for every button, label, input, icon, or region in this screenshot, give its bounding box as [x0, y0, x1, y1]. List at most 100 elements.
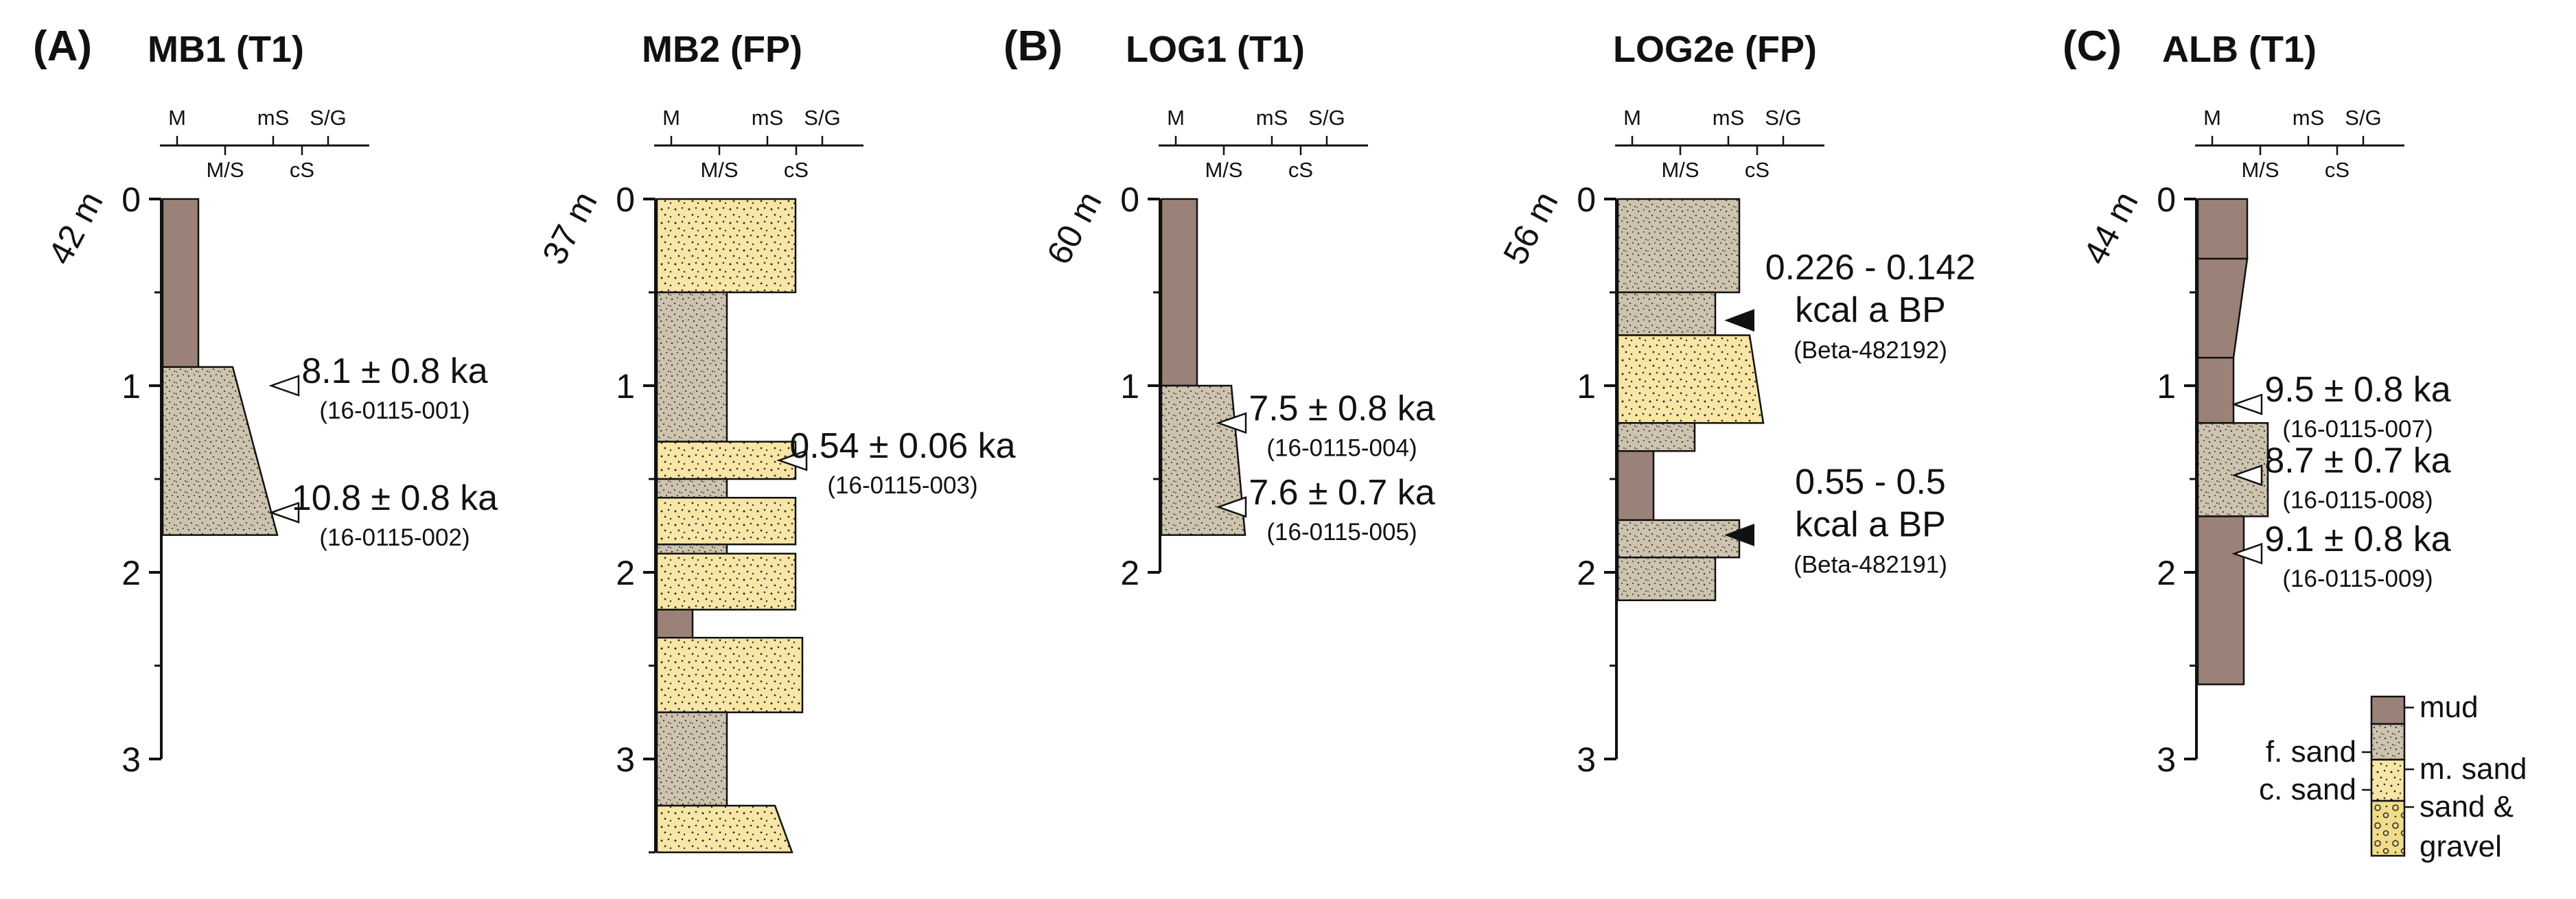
- legend-swatch-mud: [2370, 695, 2406, 725]
- age-annotation: 8.1 ± 0.8 ka(16-0115-001): [268, 351, 488, 424]
- legend-label: sand &: [2420, 790, 2514, 824]
- sample-marker-open-icon: [268, 502, 300, 524]
- depth-tick-label: 1: [1577, 367, 1596, 406]
- layer-fine_sand: [655, 711, 728, 807]
- age-annotation: 9.1 ± 0.8 ka(16-0115-009): [2231, 519, 2451, 592]
- osl-age: 8.7 ± 0.7 ka: [2264, 441, 2450, 481]
- layer-fine_sand: [655, 291, 728, 443]
- sample-marker-open-icon: [1216, 496, 1247, 518]
- grain-label-top: M: [662, 106, 680, 130]
- age-annotation: 0.54 ± 0.06 ka(16-0115-003): [776, 426, 1016, 499]
- legend-swatch-medium_sand: [2370, 758, 2406, 802]
- layer-medium_sand: [655, 198, 797, 294]
- legend-label: gravel: [2420, 830, 2502, 863]
- layer-mud: [161, 198, 200, 369]
- layer-medium_sand: [655, 804, 793, 854]
- column-title: MB1 (T1): [148, 29, 304, 70]
- sample-marker-open-icon: [2231, 464, 2263, 487]
- layer-medium_sand: [655, 441, 797, 480]
- grain-label-bottom: M/S: [700, 158, 738, 182]
- depth-tick-label: 2: [1120, 554, 1139, 592]
- depth-tick-label: 2: [616, 554, 635, 592]
- depth-tick-label: 3: [2157, 740, 2176, 779]
- grain-label-top: mS: [2293, 106, 2325, 130]
- elevation-label: 56 m: [1496, 185, 1566, 270]
- layer-fine_sand: [1616, 519, 1741, 559]
- layer-medium_sand: [655, 636, 804, 714]
- legend-label: mud: [2420, 690, 2479, 724]
- column-title: LOG1 (T1): [1126, 29, 1305, 70]
- sample-marker-filled-icon: [1724, 524, 1754, 547]
- depth-tick-label: 1: [1120, 367, 1139, 406]
- sample-code: (16-0115-007): [2282, 416, 2433, 443]
- legend-label: m. sand: [2420, 752, 2527, 786]
- layer-mud: [1160, 198, 1198, 387]
- depth-tick-label: 0: [1577, 180, 1596, 219]
- legend-label: c. sand: [2259, 773, 2356, 806]
- column-title: LOG2e (FP): [1613, 29, 1817, 70]
- layer-fine_sand: [655, 478, 728, 499]
- grain-label-top: mS: [257, 106, 290, 130]
- age-annotation: 10.8 ± 0.8 ka(16-0115-002): [268, 478, 498, 551]
- grain-label-top: S/G: [310, 106, 346, 130]
- grain-label-bottom: cS: [290, 158, 314, 182]
- layer-fine_sand: [1616, 422, 1696, 452]
- layer-fine_sand: [1616, 291, 1717, 336]
- layer-mud: [1616, 450, 1655, 522]
- radiocarbon-unit: kcal a BP: [1795, 505, 1946, 545]
- panel-letter-c: (C): [2063, 23, 2122, 70]
- osl-age: 7.5 ± 0.8 ka: [1249, 388, 1435, 428]
- grain-label-bottom: M/S: [1661, 158, 1699, 182]
- depth-tick-label: 2: [121, 554, 141, 592]
- depth-tick-label: 2: [1577, 554, 1596, 592]
- sample-code: (16-0115-003): [827, 472, 977, 499]
- sample-code: (16-0115-004): [1266, 434, 1417, 461]
- sample-code: (16-0115-009): [2282, 565, 2433, 592]
- sample-code: (16-0115-002): [319, 524, 469, 551]
- grain-label-top: M: [1167, 106, 1185, 130]
- layer-fine_sand: [655, 543, 728, 555]
- osl-age: 9.5 ± 0.8 ka: [2264, 370, 2450, 410]
- layer-fine_sand: [1616, 556, 1717, 602]
- elevation-label: 60 m: [1039, 185, 1109, 270]
- elevation-label: 37 m: [535, 185, 605, 270]
- osl-age: 7.6 ± 0.7 ka: [1249, 473, 1435, 513]
- grain-label-bottom: cS: [784, 158, 809, 182]
- sample-marker-filled-icon: [1724, 309, 1754, 332]
- layer-mud: [655, 609, 694, 639]
- layer-medium_sand: [1616, 334, 1765, 424]
- lab-code: (Beta-482191): [1794, 552, 1947, 579]
- grain-label-top: mS: [1256, 106, 1288, 130]
- sample-marker-open-icon: [268, 375, 300, 397]
- layer-mud: [2196, 515, 2245, 686]
- depth-tick-label: 0: [616, 180, 635, 219]
- grain-label-top: mS: [1713, 106, 1745, 130]
- legend-swatch-fine_sand: [2370, 723, 2406, 761]
- sample-marker-open-icon: [2231, 393, 2263, 415]
- grain-label-bottom: cS: [1288, 158, 1313, 182]
- grain-label-top: mS: [752, 106, 784, 130]
- sample-code: (16-0115-005): [1266, 519, 1417, 546]
- radiocarbon-age: 0.55 - 0.5: [1795, 463, 1946, 502]
- column-title: MB2 (FP): [642, 29, 802, 70]
- grain-label-top: M: [2203, 106, 2221, 130]
- depth-tick-label: 3: [1577, 740, 1596, 779]
- layer-fine_sand: [161, 366, 279, 536]
- age-annotation: 8.7 ± 0.7 ka (16-0115-008): [2231, 441, 2451, 514]
- column-title: ALB (T1): [2162, 29, 2317, 70]
- layer-mud: [2196, 257, 2249, 359]
- panel-letter-a: (A): [33, 23, 92, 70]
- layer-medium_sand: [655, 552, 797, 611]
- layer-mud: [2196, 356, 2235, 424]
- layer-mud: [2196, 198, 2249, 260]
- sample-marker-open-icon: [2231, 543, 2263, 565]
- sample-code: (16-0115-008): [2282, 487, 2433, 514]
